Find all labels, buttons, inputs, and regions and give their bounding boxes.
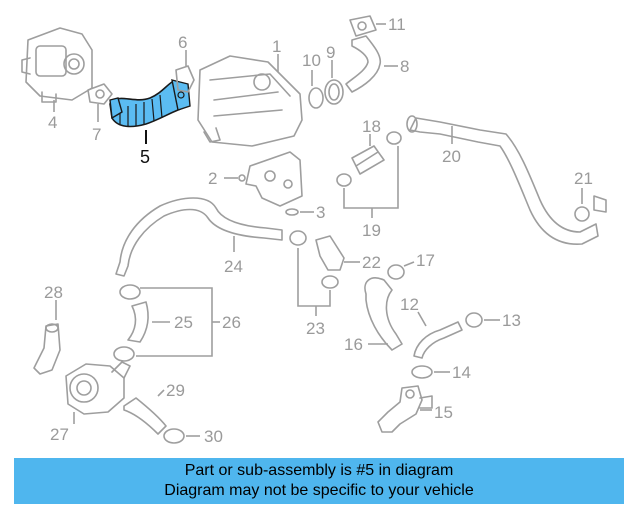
callout-19: 19 — [362, 221, 381, 240]
part-8-pipe — [345, 35, 382, 93]
callout-10: 10 — [302, 51, 321, 70]
callout-12: 12 — [400, 295, 419, 314]
banner-line-2: Diagram may not be specific to your vehi… — [164, 482, 474, 499]
callout-16: 16 — [344, 335, 363, 354]
callout-22: 22 — [362, 253, 381, 272]
part-2-bracket — [238, 151, 303, 207]
part-30-clamp — [163, 428, 185, 444]
info-banner: Part or sub-assembly is #5 in diagram Di… — [14, 458, 624, 504]
part-18-hose — [351, 145, 385, 175]
parts-diagram: 4 7 5 6 1 10 9 1 — [21, 15, 607, 446]
part-24-hose — [115, 197, 283, 277]
callout-2: 2 — [208, 169, 217, 188]
banner-line-1: Part or sub-assembly is #5 in diagram — [184, 462, 454, 479]
callout-1: 1 — [272, 37, 281, 56]
callout-4: 4 — [48, 113, 57, 132]
part-21-fitting — [574, 195, 607, 222]
callout-21: 21 — [574, 169, 593, 188]
part-9-clamp — [324, 79, 344, 105]
part-7-gasket — [87, 83, 113, 105]
callout-7: 7 — [92, 125, 101, 144]
callout-14: 14 — [452, 363, 471, 382]
callout-24: 24 — [224, 257, 243, 276]
part-19-clamp-upper — [386, 131, 402, 145]
part-12-pipe — [413, 321, 463, 359]
part-25-hose — [127, 301, 149, 343]
callout-20: 20 — [442, 147, 461, 166]
callout-28: 28 — [44, 283, 63, 302]
part-22-hose — [315, 235, 345, 271]
part-23-clamp-lower — [321, 275, 339, 289]
part-3-oring — [285, 208, 299, 216]
part-16-hose — [364, 277, 403, 351]
callout-30: 30 — [204, 427, 223, 446]
part-29-hose — [123, 397, 167, 435]
part-26-clamp-lower — [113, 346, 135, 362]
part-4-egr-valve — [21, 27, 93, 103]
part-5-egr-pipe — [109, 79, 191, 128]
callout-13: 13 — [502, 311, 521, 330]
callout-25: 25 — [174, 313, 193, 332]
part-20-pipe — [406, 115, 599, 245]
part-11-flange — [349, 15, 377, 37]
callout-18: 18 — [362, 117, 381, 136]
part-17-clamp — [387, 264, 405, 280]
callout-9: 9 — [326, 43, 335, 62]
part-28-bracket — [33, 323, 61, 375]
part-27-water-pump — [65, 361, 131, 415]
callout-8: 8 — [400, 57, 409, 76]
part-10-oring — [308, 87, 324, 109]
part-19-clamp-lower — [336, 173, 352, 187]
callout-27: 27 — [50, 425, 69, 444]
callout-23: 23 — [306, 319, 325, 338]
callout-17: 17 — [416, 251, 435, 270]
part-6-gasket — [175, 65, 195, 93]
callout-29: 29 — [166, 381, 185, 400]
callout-6: 6 — [178, 33, 187, 52]
callout-11: 11 — [388, 15, 406, 34]
part-23-clamp-upper — [289, 230, 307, 246]
callout-26: 26 — [222, 313, 241, 332]
part-26-clamp-upper — [119, 284, 141, 300]
callout-5: 5 — [140, 147, 150, 167]
part-14-clamp — [411, 365, 433, 379]
part-1-cooler — [197, 55, 303, 147]
callout-15: 15 — [434, 403, 453, 422]
part-15-connector — [377, 385, 433, 433]
callout-3: 3 — [316, 203, 325, 222]
part-13-clamp — [465, 312, 483, 328]
